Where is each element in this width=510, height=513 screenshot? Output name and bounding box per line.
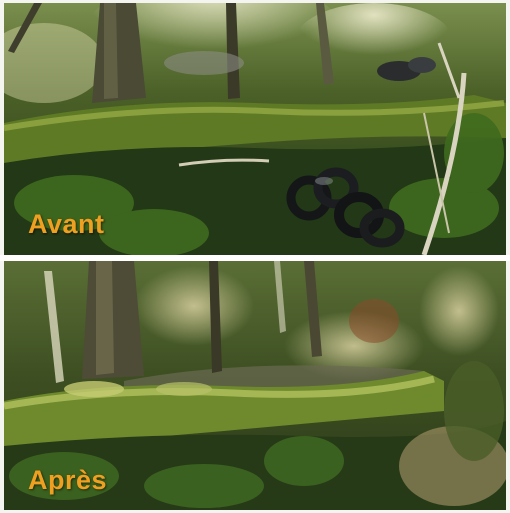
- after-scene: [4, 261, 506, 510]
- panel-divider: [0, 255, 510, 261]
- tree-trunk: [226, 3, 240, 99]
- before-photo: Avant: [4, 3, 506, 255]
- before-scene: [4, 3, 506, 255]
- before-label: Avant: [28, 209, 105, 239]
- tire-pile: [286, 167, 405, 248]
- dumped-debris: [164, 51, 244, 75]
- after-photo: Après: [4, 261, 506, 510]
- dead-branch: [421, 72, 467, 255]
- ferns: [9, 436, 344, 508]
- after-label: Après: [28, 465, 108, 495]
- sunlit-canopy: [84, 3, 344, 88]
- undergrowth: [4, 421, 506, 510]
